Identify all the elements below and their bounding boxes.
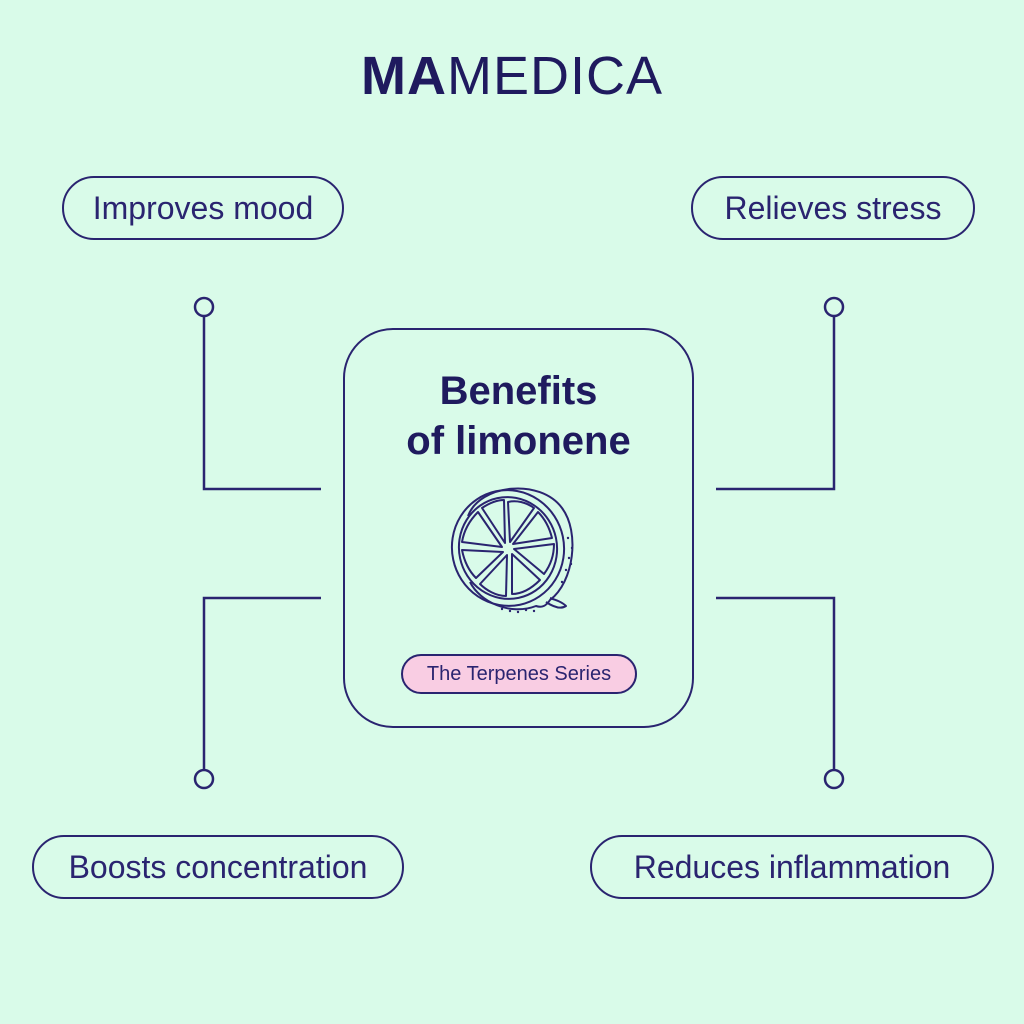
lemon-half-icon [450,487,574,614]
card-title: Benefits of limonene [345,366,692,466]
connector-top-left [202,316,321,491]
logo-light: MEDICA [446,46,663,106]
connector-node-top-right [823,296,845,318]
benefit-pill-reduces-inflammation: Reduces inflammation [590,835,994,899]
benefit-pill-improves-mood: Improves mood [62,176,344,240]
brand-logo: MAMEDICA [0,44,1024,108]
benefit-pill-relieves-stress: Relieves stress [691,176,975,240]
logo-bold: MA [361,46,447,106]
card-title-line-2: of limonene [406,419,631,463]
center-card: Benefits of limonene [343,328,694,728]
connector-bottom-right [716,596,836,770]
connector-bottom-left [202,596,321,770]
series-badge: The Terpenes Series [401,654,637,694]
connector-top-right [716,316,836,491]
benefit-pill-boosts-concentration: Boosts concentration [32,835,404,899]
card-title-line-1: Benefits [439,369,598,413]
connector-node-bottom-right [823,768,845,790]
connector-node-top-left [193,296,215,318]
connector-node-bottom-left [193,768,215,790]
